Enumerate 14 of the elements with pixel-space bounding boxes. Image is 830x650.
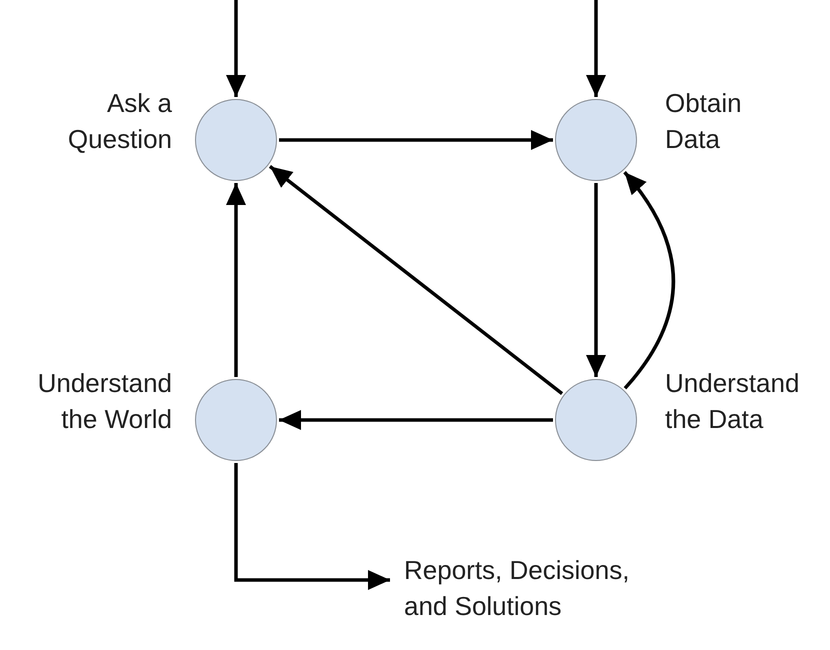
node-label: Obtain Data	[665, 87, 743, 156]
arrow	[226, 183, 246, 377]
arrow	[623, 171, 676, 390]
node-label: Ask a Question	[66, 87, 172, 156]
arrow	[279, 130, 553, 150]
arrow	[234, 463, 390, 590]
arrow	[586, 0, 606, 97]
arrow	[226, 0, 246, 97]
node-label: Understand the World	[36, 367, 172, 436]
arrow	[279, 410, 553, 430]
node-label: Understand the Data	[665, 367, 800, 436]
arrow	[586, 183, 606, 377]
arrow	[268, 165, 564, 395]
outcome-text: Reports, Decisions, and Solutions	[404, 552, 666, 624]
